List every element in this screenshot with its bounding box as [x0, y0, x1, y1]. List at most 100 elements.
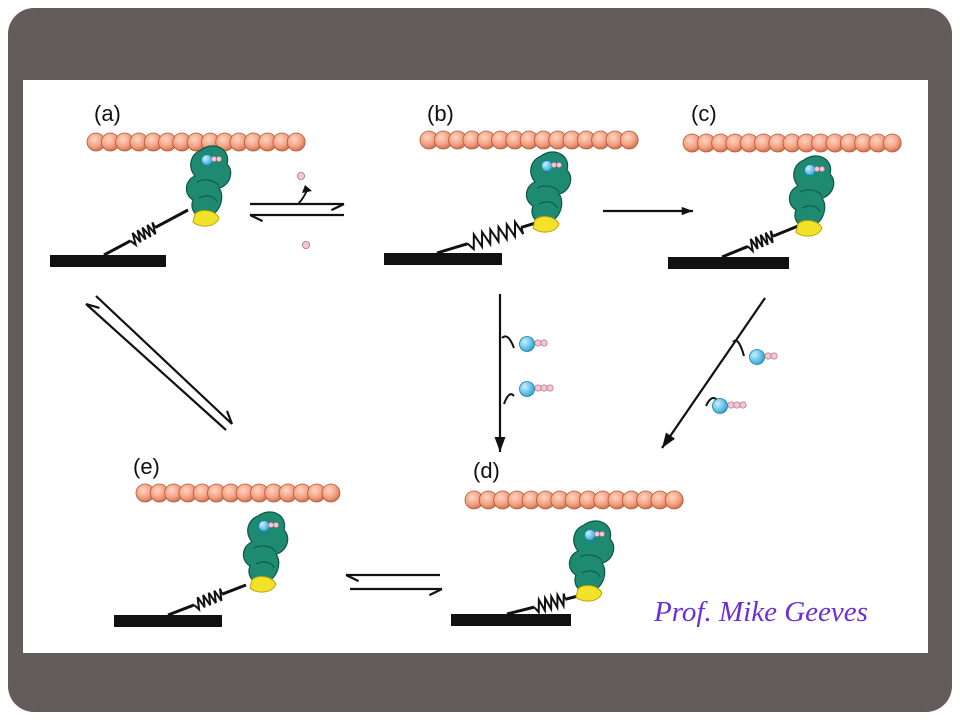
bound-nucleotide-icon [258, 520, 270, 532]
head-contour [253, 545, 277, 569]
converter-domain [249, 576, 277, 593]
phosphate-icon [534, 339, 542, 347]
lever-arm [154, 208, 189, 229]
lever-e [167, 583, 247, 617]
ligand-branch [501, 335, 515, 349]
reaction-arrows [85, 185, 766, 597]
actin-filament-a [86, 132, 306, 152]
arrow-shaft [85, 303, 227, 431]
arrow-c-to-d [661, 297, 766, 449]
actin-bead [286, 132, 306, 152]
author-credit: Prof. Mike Geeves [653, 596, 868, 628]
lever-d [506, 591, 587, 616]
arrow-b-to-c [603, 206, 693, 216]
arrow-icon [330, 203, 345, 212]
bound-nucleotide-icon [584, 529, 596, 541]
phosphate-icon [211, 156, 217, 162]
actin-filament-e [135, 483, 341, 503]
phosphate-icon [551, 162, 557, 168]
bound-nucleotide-icon [201, 154, 213, 166]
thick-filament-e [114, 615, 222, 627]
head-contour [799, 189, 823, 213]
state-label-d: (d) [473, 458, 500, 483]
phosphate-icon [268, 522, 274, 528]
arrow-shaft [95, 295, 233, 425]
phosphate-icon [301, 240, 310, 249]
spring-icon [747, 230, 774, 254]
thick-filament-d [451, 614, 571, 626]
arrow-icon [681, 206, 693, 216]
arrow-e-to-d [350, 587, 443, 597]
atp-icon [712, 398, 728, 414]
head-contour [579, 554, 603, 578]
lever-stalk [436, 242, 469, 255]
phosphate-icon [216, 156, 222, 162]
actin-filament-d [464, 490, 684, 510]
atp-ligand-c-to-d [712, 398, 747, 414]
adp-ligand-c-to-d [749, 349, 778, 365]
diagram-panel [23, 80, 928, 653]
phosphate-icon [819, 166, 825, 172]
arrow-icon [225, 410, 234, 425]
phosphate-icon [540, 384, 548, 392]
arrow-e-to-a [85, 302, 227, 431]
arrow-a-to-e [95, 295, 234, 425]
atp-ligand-b-to-d [519, 381, 554, 397]
arrow-icon [662, 432, 676, 448]
arrow-icon [302, 185, 312, 193]
phosphate-icon [764, 352, 772, 360]
arrow-icon [345, 574, 360, 583]
ligands [296, 171, 778, 414]
atp-icon [519, 381, 535, 397]
phosphate-icon [594, 531, 600, 537]
spring-icon [533, 591, 567, 615]
arrow-b-to-d [494, 294, 506, 452]
ligand-branch [732, 339, 745, 357]
spring-icon [193, 588, 224, 613]
myosin-head-e [242, 511, 289, 593]
head-contour [536, 185, 560, 209]
lever-a [103, 208, 189, 257]
thick-filament-c [668, 257, 789, 269]
phosphate-icon [814, 166, 820, 172]
phosphate-icon [733, 401, 741, 409]
arrow-b-to-a [249, 213, 344, 223]
myosin-head-d [568, 520, 615, 602]
arrow-icon [428, 588, 443, 597]
state-label-e: (e) [133, 454, 160, 479]
arrow-icon [494, 436, 506, 452]
phosphate-icon [540, 339, 548, 347]
ligand-branch [503, 393, 515, 405]
phosphate-icon [546, 384, 554, 392]
lever-stalk [506, 605, 535, 616]
actin-filaments [86, 130, 902, 510]
myosin-head-b [525, 151, 572, 233]
arrow-icon [249, 214, 264, 223]
adp-icon [749, 349, 765, 365]
converter-domain [532, 216, 560, 233]
actin-filament-b [419, 130, 639, 150]
converter-domain [192, 210, 220, 227]
converter-domain [575, 585, 603, 602]
elastic-springs [103, 208, 804, 617]
actin-bead [664, 490, 684, 510]
state-label-c: (c) [691, 101, 717, 126]
phosphate-icon [556, 162, 562, 168]
adp-ligand-b-to-d [519, 336, 548, 352]
myosin-head-c [788, 155, 835, 237]
thick-filament-b [384, 253, 502, 265]
spring-icon [466, 218, 525, 252]
phosphate-icon [296, 171, 305, 180]
phosphate-icon [727, 401, 735, 409]
thick-filaments [50, 253, 789, 627]
phosphate-icon [770, 352, 778, 360]
actin-bead [882, 133, 902, 153]
actin-bead [321, 483, 341, 503]
state-label-a: (a) [94, 101, 121, 126]
converter-domain [795, 220, 823, 237]
phosphate-icon [739, 401, 747, 409]
bound-nucleotide-icon [541, 160, 553, 172]
lever-stalk [103, 239, 132, 257]
bound-nucleotide-icon [804, 164, 816, 176]
